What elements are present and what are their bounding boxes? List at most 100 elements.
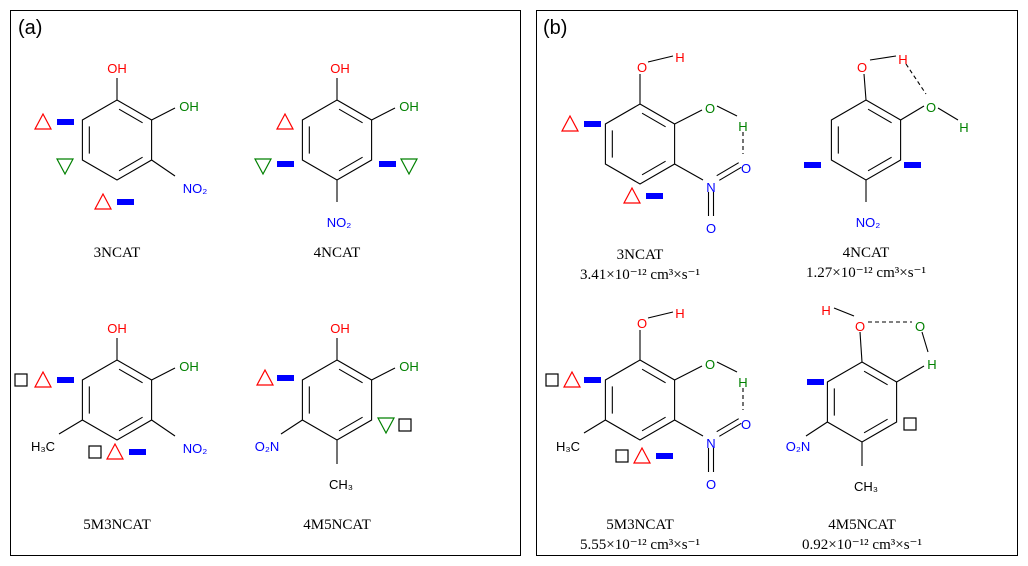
benzene-ring xyxy=(301,359,373,441)
atom-label: O₂N xyxy=(786,439,811,454)
atom-label: O xyxy=(706,221,716,236)
reactive-site-triangle-icon xyxy=(561,114,579,132)
molecule-name: 4NCAT xyxy=(314,245,361,261)
atom-label: O xyxy=(915,319,925,334)
double-bond-line xyxy=(641,160,666,176)
atom-label: H xyxy=(738,119,747,134)
site-bar-marker xyxy=(117,199,134,205)
site-bar-marker xyxy=(277,375,294,381)
bond-line xyxy=(869,55,897,61)
bond-line xyxy=(151,419,176,437)
panel-b-label: (b) xyxy=(543,17,567,39)
bond-line xyxy=(859,331,863,363)
panel-a-label: (a) xyxy=(18,17,42,39)
benzene-ring xyxy=(604,103,676,185)
site-bar-marker xyxy=(584,377,601,383)
reactive-site-triangle-icon xyxy=(276,112,294,130)
benzene-ring xyxy=(830,99,902,181)
atom-label: OH xyxy=(330,321,350,336)
reactive-site-triangle-icon xyxy=(256,368,274,386)
blocked-site-square-icon xyxy=(903,417,917,431)
blocked-site-square-icon xyxy=(545,373,559,387)
double-bond-line xyxy=(338,108,363,124)
site-bar-marker xyxy=(379,161,396,167)
atom-label: OH xyxy=(179,99,199,114)
bond-line xyxy=(647,55,674,63)
double-bond-line xyxy=(338,368,363,384)
atom-label: O₂N xyxy=(255,439,280,454)
blocked-site-square-icon xyxy=(88,445,102,459)
atom-label: O xyxy=(705,357,715,372)
atom-label: OH xyxy=(179,359,199,374)
double-bond-line xyxy=(867,156,892,172)
minor-site-triangle-icon xyxy=(377,417,395,435)
site-bar-marker xyxy=(904,162,921,168)
molecule-name: 5M3NCAT xyxy=(606,517,674,533)
atom-label: N xyxy=(706,436,715,451)
atom-label: NO₂ xyxy=(327,215,352,230)
double-bond-line xyxy=(118,108,143,124)
rate-constant: 5.55×10⁻¹² cm³×s⁻¹ xyxy=(580,537,700,553)
bond-line xyxy=(674,365,703,381)
site-bar-marker xyxy=(656,453,673,459)
panel-b-frame xyxy=(536,10,1018,556)
molecule-name: 4M5NCAT xyxy=(303,517,371,533)
atom-label: N xyxy=(706,180,715,195)
molecule-name: 3NCAT xyxy=(617,247,664,263)
site-bar-marker xyxy=(57,119,74,125)
atom-label: H xyxy=(738,375,747,390)
site-bar-marker xyxy=(646,193,663,199)
double-bond-line xyxy=(863,418,888,434)
atom-label: NO₂ xyxy=(183,181,208,196)
reactive-site-triangle-icon xyxy=(106,442,124,460)
double-bond-line xyxy=(118,368,143,384)
site-bar-marker xyxy=(804,162,821,168)
atom-label: O xyxy=(705,101,715,116)
atom-label: O xyxy=(857,60,867,75)
minor-site-triangle-icon xyxy=(56,158,74,176)
double-bond-line xyxy=(338,416,363,432)
atom-label: O xyxy=(637,60,647,75)
benzene-ring xyxy=(604,359,676,441)
molecule-3ncat: OH OH NO₂ 3NCAT xyxy=(34,61,208,261)
double-bond-line xyxy=(641,416,666,432)
blocked-site-square-icon xyxy=(398,418,412,432)
reactive-site-triangle-icon xyxy=(563,370,581,388)
bond-line xyxy=(151,159,176,177)
bond-line xyxy=(280,419,303,435)
atom-label: O xyxy=(637,316,647,331)
atom-label: OH xyxy=(399,99,419,114)
double-bond-line xyxy=(338,156,363,172)
bond-line xyxy=(674,419,704,437)
atom-label: O xyxy=(741,417,751,432)
benzene-ring xyxy=(81,99,153,181)
minor-site-triangle-icon xyxy=(254,158,272,176)
molecule-name: 4NCAT xyxy=(843,245,890,261)
bond-line xyxy=(863,73,867,101)
double-bond-line xyxy=(118,156,143,172)
atom-label: O xyxy=(855,319,865,334)
double-bond-line xyxy=(641,112,666,128)
benzene-ring xyxy=(301,99,373,181)
reactive-site-triangle-icon xyxy=(623,186,641,204)
atom-label: OH xyxy=(107,61,127,76)
double-bond-line xyxy=(863,370,888,386)
bond-line xyxy=(716,105,738,117)
bond-line xyxy=(647,311,674,319)
bond-line xyxy=(58,419,83,435)
reactive-site-triangle-icon xyxy=(94,192,112,210)
benzene-ring xyxy=(81,359,153,441)
double-bond-line xyxy=(641,368,666,384)
rate-constant: 3.41×10⁻¹² cm³×s⁻¹ xyxy=(580,267,700,283)
site-bar-marker xyxy=(129,449,146,455)
bond-line xyxy=(833,307,855,317)
atom-label: OH xyxy=(399,359,419,374)
double-bond-line xyxy=(719,166,742,181)
molecule-name: 4M5NCAT xyxy=(828,517,896,533)
double-bond-line xyxy=(867,108,892,124)
site-bar-marker xyxy=(584,121,601,127)
molecule-name: 3NCAT xyxy=(94,245,141,261)
reactive-site-triangle-icon xyxy=(34,370,52,388)
